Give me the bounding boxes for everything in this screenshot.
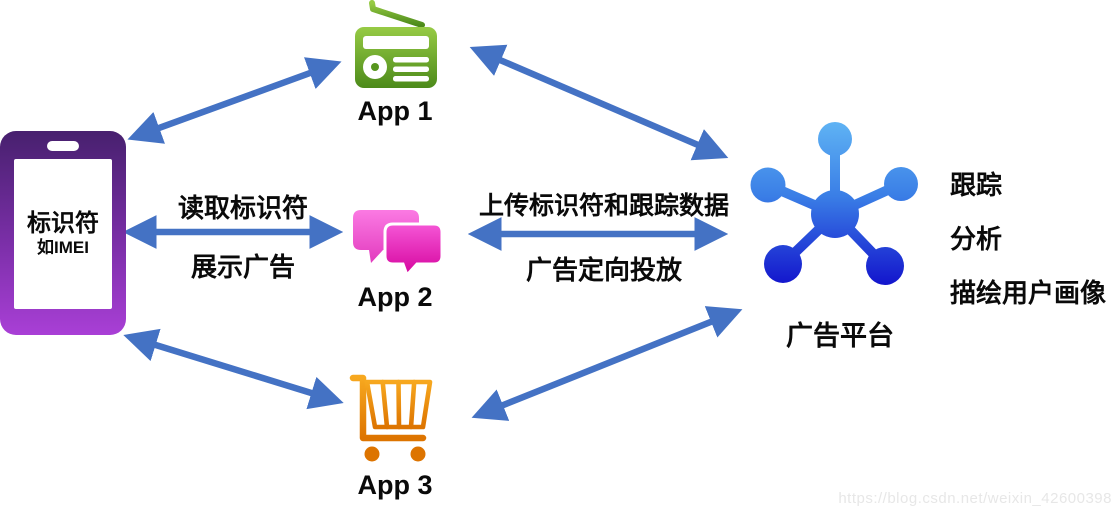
app2-node: App 2 xyxy=(330,206,460,313)
phone-screen: 标识符 如IMEI xyxy=(14,159,112,309)
capability-analysis: 分析 xyxy=(950,224,1003,254)
arrow-phone-app3 xyxy=(123,328,344,410)
network-hub-icon xyxy=(745,112,935,302)
phone-imei-label: 如IMEI xyxy=(37,237,89,257)
app1-label: App 1 xyxy=(357,96,433,126)
arrow-app1-platform xyxy=(469,44,729,161)
edge-label-targeted-ads: 广告定向投放 xyxy=(525,255,682,285)
edge-label-upload-tracking-data: 上传标识符和跟踪数据 xyxy=(478,192,729,220)
phone-identifier-label: 标识符 xyxy=(27,210,99,237)
edge-label-show-ads: 展示广告 xyxy=(190,252,295,282)
app2-label: App 2 xyxy=(357,282,433,312)
app3-label: App 3 xyxy=(357,470,433,500)
arrow-phone-app1 xyxy=(127,57,342,144)
app3-node: App 3 xyxy=(330,374,460,501)
arrow-app3-platform xyxy=(471,306,743,421)
capability-tracking: 跟踪 xyxy=(950,170,1003,200)
phone-speaker xyxy=(47,141,79,151)
chat-bubbles-icon xyxy=(345,206,445,278)
radio-icon xyxy=(345,0,445,90)
app1-node: App 1 xyxy=(330,0,460,127)
capability-user-profiling: 描绘用户画像 xyxy=(950,278,1107,308)
shopping-cart-icon xyxy=(345,374,445,466)
ad-platform-node: 广告平台 xyxy=(745,112,935,353)
platform-capabilities: 跟踪 分析 描绘用户画像 xyxy=(950,165,1106,327)
ad-platform-label: 广告平台 xyxy=(786,321,894,351)
phone-node: 标识符 如IMEI xyxy=(0,131,126,335)
watermark: https://blog.csdn.net/weixin_42600398 xyxy=(838,490,1112,507)
edge-label-read-identifier: 读取标识符 xyxy=(177,193,308,223)
